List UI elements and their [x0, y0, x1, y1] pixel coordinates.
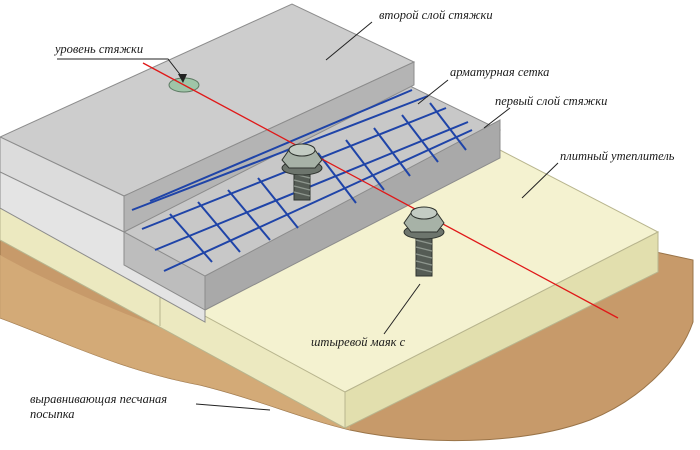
label-pin-beacon: штыревой маяк с — [311, 335, 406, 349]
insulation-right — [344, 231, 659, 429]
pin-beacon-1 — [281, 143, 323, 201]
pin-beacon-2 — [403, 206, 445, 277]
second-layer-left-face — [0, 171, 206, 323]
second-layer-right — [123, 61, 415, 233]
first-layer-right — [204, 119, 501, 311]
label-second-layer: второй слой стяжки — [379, 8, 493, 22]
leader-pin-beacon — [383, 283, 421, 335]
label-rebar-mesh: арматурная сетка — [450, 65, 549, 79]
label-first-layer: первый слой стяжки — [495, 94, 607, 108]
label-sand-bedding-line1: выравнивающая песчаная — [30, 392, 167, 406]
leader-sand-bedding — [195, 403, 271, 411]
label-sand-bedding-line2: посыпка — [30, 407, 75, 421]
screed-level-line — [142, 62, 619, 319]
rebar-mesh — [131, 89, 473, 272]
leader-first-layer — [483, 107, 511, 129]
label-screed-level: уровень стяжки — [53, 42, 143, 56]
leader-screed-level — [57, 58, 183, 78]
leader-second-layer — [325, 21, 373, 61]
leader-screed-level-arrow — [178, 74, 187, 83]
leader-rebar-mesh — [417, 79, 449, 105]
leader-insulation — [521, 162, 559, 199]
label-insulation: плитный утеплитель — [560, 149, 675, 163]
